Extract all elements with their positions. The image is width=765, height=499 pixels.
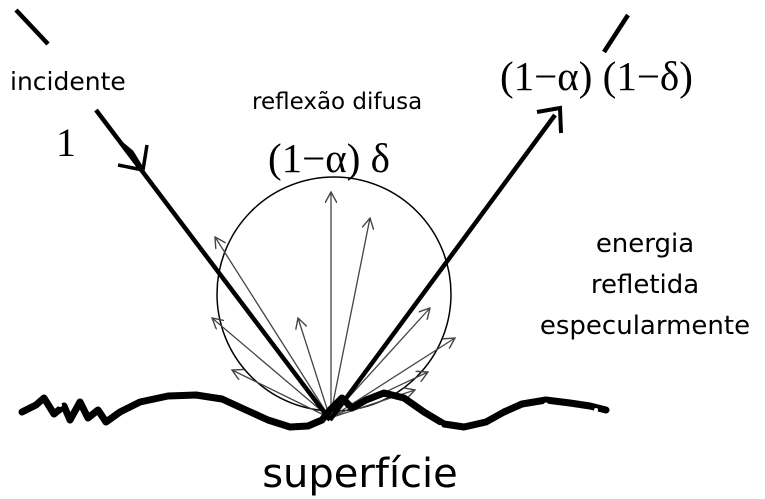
diffuse-arrow: [232, 370, 331, 419]
energy-label-line3: especularmente: [540, 311, 750, 341]
surface-highlights: [58, 402, 598, 430]
specular-arrowhead: [536, 105, 563, 134]
diffuse-formula: (1−α) δ: [268, 135, 390, 181]
diffuse-arrow: [215, 237, 331, 419]
diffuse-sphere: [216, 176, 452, 412]
surface-label: superfície: [262, 451, 458, 497]
diffuse-arrow: [329, 218, 370, 419]
diffuse-arrows: [212, 192, 455, 419]
energy-label-line2: refletida: [591, 270, 699, 300]
energy-label-line1: energia: [596, 229, 694, 259]
incident-value: 1: [56, 120, 76, 165]
specular-ray: [328, 13, 630, 422]
diffuse-arrow: [298, 318, 331, 419]
incident-label: incidente: [10, 67, 126, 96]
incident-arrowhead: [117, 140, 149, 173]
incident-ray: [14, 8, 332, 422]
specular-formula: (1−α) (1−δ): [500, 53, 693, 99]
diffuse-label: reflexão difusa: [252, 89, 422, 115]
rough-surface: [18, 389, 610, 431]
diffuse-arrow: [212, 318, 331, 419]
